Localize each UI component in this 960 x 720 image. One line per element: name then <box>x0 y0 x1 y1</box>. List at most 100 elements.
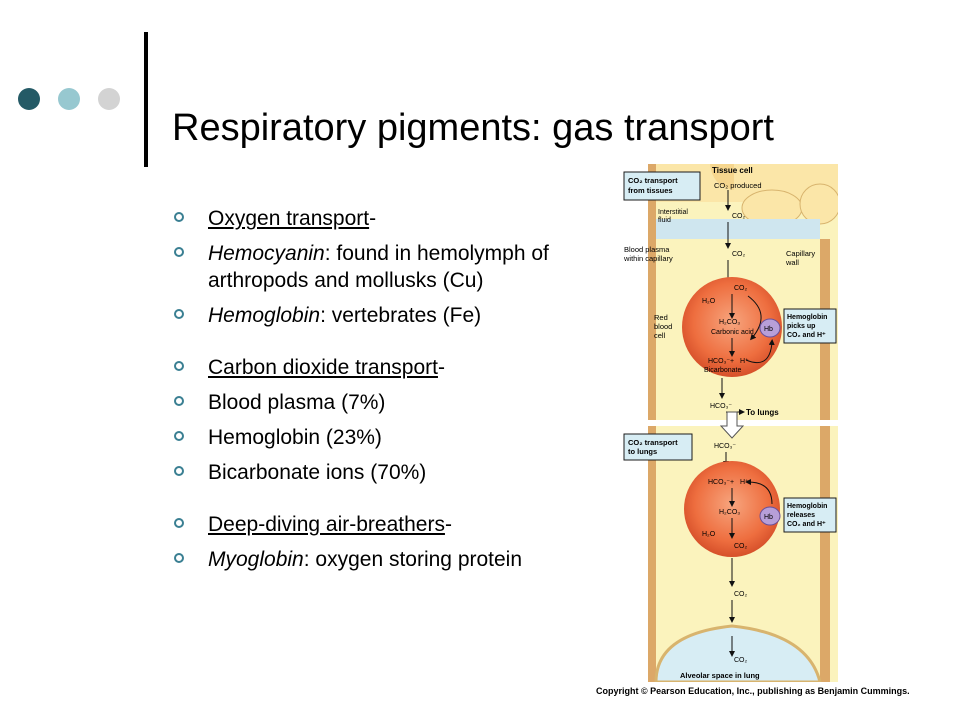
red-blood-cell-bottom <box>684 461 780 557</box>
bullet-item: Hemoglobin (23%) <box>174 424 594 451</box>
bullet-item: Oxygen transport- <box>174 205 594 232</box>
plus-label: + <box>730 358 734 365</box>
description-text: : vertebrates (Fe) <box>320 304 482 327</box>
hb-picks-up-label-3: CO₂ and H⁺ <box>787 332 826 339</box>
copyright-notice: Copyright © Pearson Education, Inc., pub… <box>596 686 910 696</box>
h-plus-label: H⁺ <box>740 358 749 365</box>
alveolar-label: Alveolar space in lung <box>680 671 760 680</box>
h-plus-label: H⁺ <box>740 479 749 486</box>
plus-label: + <box>730 479 734 486</box>
hb-label: Hb <box>764 326 773 333</box>
h2o-label: H₂O <box>702 531 716 538</box>
bullet-text: Blood plasma (7%) <box>208 391 386 414</box>
dot-dark <box>18 88 40 110</box>
heading-suffix: - <box>437 356 445 379</box>
bullet-text: Bicarbonate ions (70%) <box>208 461 427 484</box>
red-blood-cell-top <box>682 277 782 377</box>
bullet-item: Hemocyanin: found in hemolymph of arthro… <box>174 240 594 294</box>
co2-label: CO₂ <box>734 285 748 292</box>
hb-releases-label-1: Hemoglobin <box>787 503 827 510</box>
tissue-cell-3 <box>799 183 838 225</box>
interstitial-band <box>656 219 820 239</box>
bicarbonate-label: Bicarbonate <box>704 367 741 374</box>
co2-label: CO₂ <box>734 591 748 598</box>
bullet-item: Myoglobin: oxygen storing protein <box>174 546 594 573</box>
term-text: Hemocyanin <box>208 242 325 265</box>
interstitial-label-1: Interstitial <box>658 209 688 216</box>
rbc-label-1: Red <box>654 313 668 322</box>
hb-picks-up-label-2: picks up <box>787 323 815 330</box>
description-text: : found in hemolymph of arthropods and m… <box>208 242 549 292</box>
cycle-arrow <box>747 295 762 341</box>
cycle-arrow <box>745 479 773 505</box>
hb-releases-label-2: releases <box>787 512 815 519</box>
co2-to-lungs-box <box>623 433 693 461</box>
carbonic-acid-label: Carbonic acid <box>711 329 754 336</box>
co2-to-lungs-label-2: to lungs <box>628 447 657 456</box>
rbc-label-3: cell <box>654 331 666 340</box>
transition-arrow-icon <box>719 411 745 439</box>
heading-text: Carbon dioxide transport <box>208 356 438 379</box>
co2-label: CO₂ <box>732 251 746 258</box>
co2-from-tissues-label-2: from tissues <box>628 186 673 195</box>
h2co3-label: H₂CO₃ <box>719 509 740 516</box>
tissue-cell-outline <box>710 164 734 190</box>
slide-title: Respiratory pigments: gas transport <box>172 107 774 149</box>
co2-label: CO₂ <box>734 543 748 550</box>
term-text: Myoglobin <box>208 548 304 571</box>
capillary-wall-left-2 <box>648 426 656 682</box>
cycle-arrow <box>745 339 775 364</box>
bullet-list: Oxygen transport- Hemocyanin: found in h… <box>174 205 594 573</box>
bullet-icon <box>174 309 184 319</box>
interstitial-label-2: fluid <box>658 217 671 224</box>
co2-from-tissues-box <box>623 171 701 201</box>
bullet-item: Deep-diving air-breathers- <box>174 511 594 538</box>
capillary-wall-label-2: wall <box>785 258 799 267</box>
heading-text: Oxygen transport <box>208 207 370 230</box>
hco3-label: HCO₃⁻ <box>714 443 736 450</box>
bullet-item: Bicarbonate ions (70%) <box>174 459 594 486</box>
alveolar-space <box>654 624 822 682</box>
capillary-wall-label-1: Capillary <box>786 249 815 258</box>
co2-label: CO₂ <box>734 657 748 664</box>
hco3-label: HCO₃⁻ <box>708 358 730 365</box>
blood-plasma-label-2: within capillary <box>623 254 673 263</box>
bullet-item: Blood plasma (7%) <box>174 389 594 416</box>
capillary-wall-right-2 <box>820 426 830 682</box>
bullet-icon <box>174 247 184 257</box>
hb-icon <box>759 506 781 526</box>
bullet-icon <box>174 212 184 222</box>
bullet-item: Carbon dioxide transport- <box>174 354 594 381</box>
description-text: : oxygen storing protein <box>303 548 523 571</box>
capillary-wall-left <box>648 164 656 420</box>
term-text: Hemoglobin <box>208 304 321 327</box>
dot-gray <box>98 88 120 110</box>
bullet-icon <box>174 431 184 441</box>
bullet-icon <box>174 553 184 563</box>
blood-plasma-label-1: Blood plasma <box>624 245 670 254</box>
co2-from-tissues-label-1: CO₂ transport <box>628 176 678 185</box>
co2-to-lungs-label-1: CO₂ transport <box>628 438 678 447</box>
hb-picks-up-box <box>783 308 837 344</box>
hb-releases-box <box>783 497 837 533</box>
dot-light-teal <box>58 88 80 110</box>
hco3-label: HCO₃⁻ <box>710 403 732 410</box>
hco3-label: HCO₃⁻ <box>708 479 730 486</box>
bullet-icon <box>174 361 184 371</box>
hb-picks-up-label-1: Hemoglobin <box>787 314 827 321</box>
bullet-item: Hemoglobin: vertebrates (Fe) <box>174 302 594 329</box>
bullet-icon <box>174 466 184 476</box>
h2co3-label: H₂CO₃ <box>719 319 740 326</box>
co2-transport-figure: Tissue cell CO₂ transport from tissues C… <box>623 164 838 682</box>
hb-icon <box>759 318 781 338</box>
heading-suffix: - <box>369 207 377 230</box>
co2-produced-label: CO₂ produced <box>714 181 762 190</box>
co2-label: CO₂ <box>732 213 746 220</box>
heading-text: Deep-diving air-breathers <box>208 513 445 536</box>
title-divider <box>144 32 148 167</box>
hb-label: Hb <box>764 514 773 521</box>
h2o-label: H₂O <box>702 298 716 305</box>
to-lungs-label: To lungs <box>746 408 779 417</box>
rbc-label-2: blood <box>654 322 672 331</box>
tissue-cell-label: Tissue cell <box>712 166 753 175</box>
